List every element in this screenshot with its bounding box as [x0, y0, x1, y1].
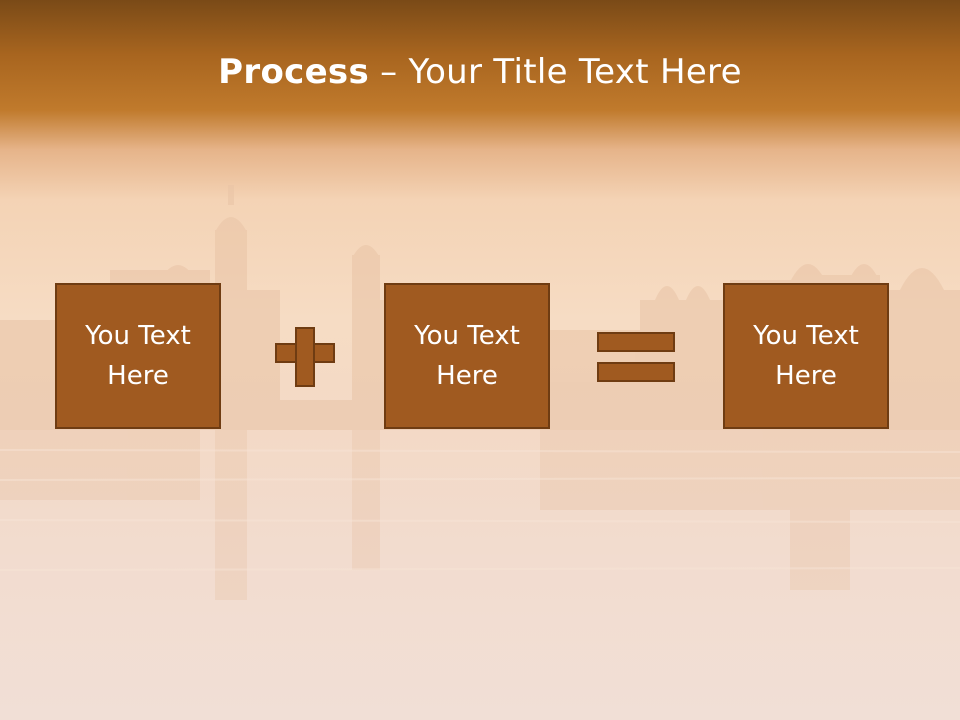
- equals-top-bar: [597, 332, 675, 352]
- process-step-text-3: You Text Here: [753, 321, 859, 391]
- title-separator: –: [369, 52, 409, 92]
- equals-bottom-bar: [597, 362, 675, 382]
- plus-center-fill: [297, 345, 313, 361]
- title-rest: Your Title Text Here: [408, 52, 742, 92]
- process-step-text-1: You Text Here: [85, 321, 191, 391]
- page-title: Process – Your Title Text Here: [0, 52, 960, 92]
- process-step-box-1[interactable]: You Text Here: [55, 283, 221, 429]
- title-bold: Process: [218, 52, 370, 92]
- process-step-box-3[interactable]: You Text Here: [723, 283, 889, 429]
- process-step-text-2: You Text Here: [414, 321, 520, 391]
- process-step-box-2[interactable]: You Text Here: [384, 283, 550, 429]
